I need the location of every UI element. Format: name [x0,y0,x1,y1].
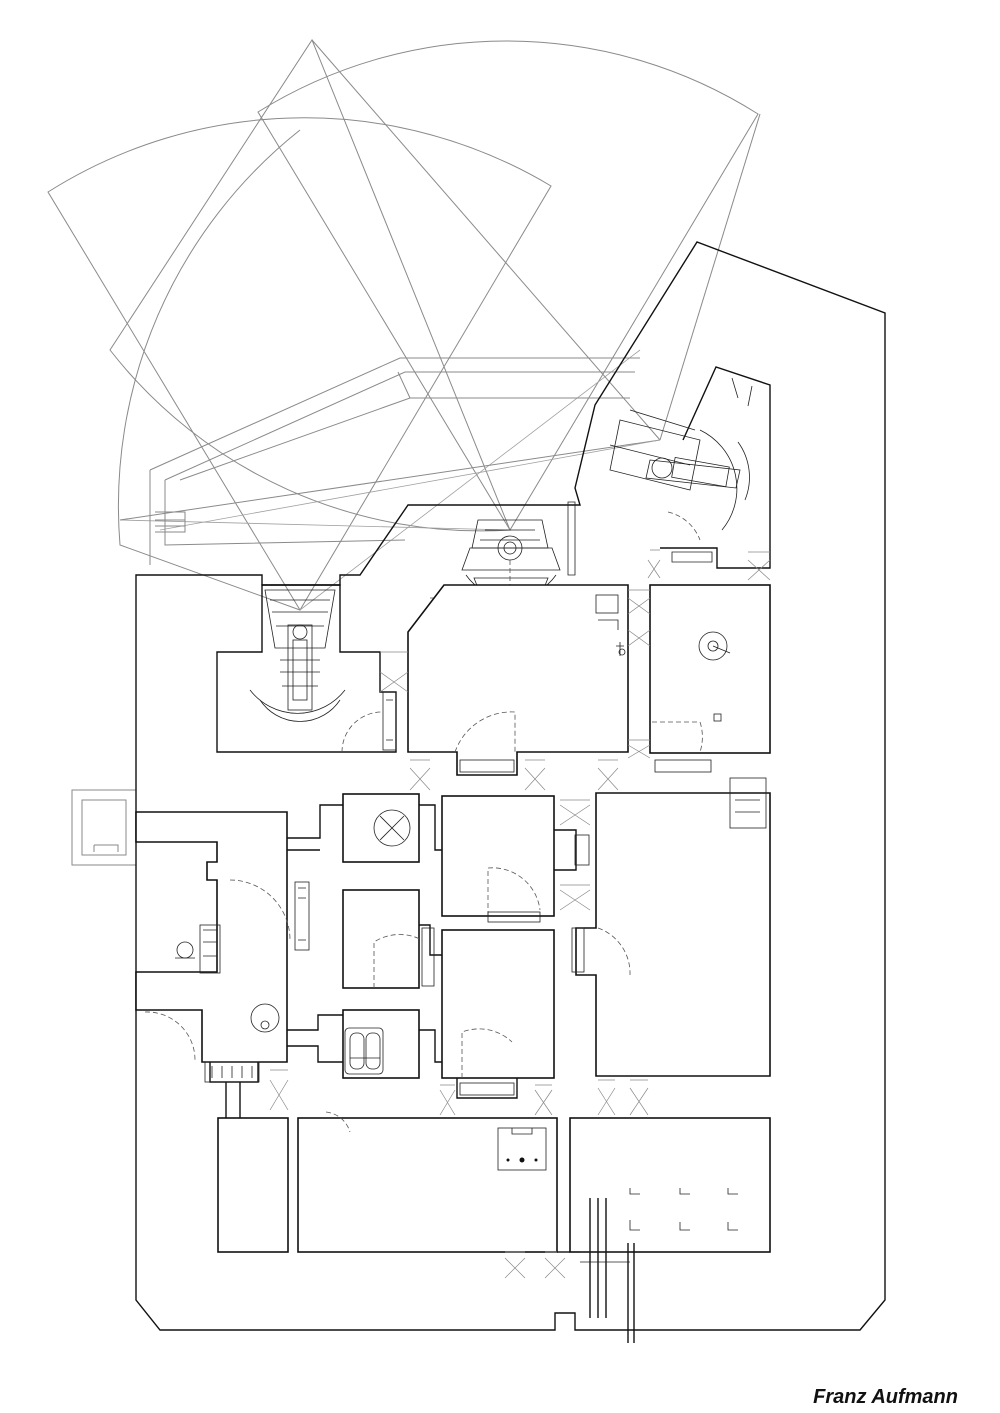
entrance-passage [557,1198,635,1343]
outer-wall [135,241,886,1331]
fittings [175,594,731,1171]
outer-trench [71,357,640,866]
author-credit: Franz Aufmann [813,1386,958,1408]
left-gun-position [216,584,397,753]
armoured-doors [204,691,767,1096]
doorway-hatches [269,549,771,1279]
fields-of-fire [47,38,761,611]
door-swings [144,711,703,1133]
rooms [135,584,771,1253]
passages [209,804,590,1118]
right-gun-position [609,366,771,569]
room-marks [629,1188,738,1231]
